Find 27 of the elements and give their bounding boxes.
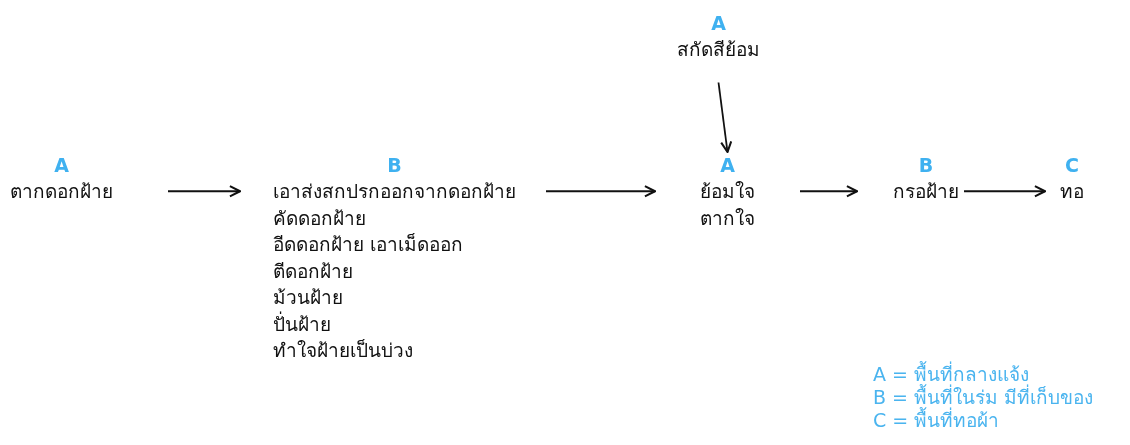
arrow [545,185,656,198]
legend-text: B = พื้นที่ในร่ม มีที่เก็บของ [873,385,1094,408]
arrow [963,185,1046,198]
step-text: ทอ [1060,179,1084,204]
step-text: อีดดอกฝ้าย เอาเม็ดออก [273,232,465,257]
step-text: สกัดสีย้อม [677,37,760,62]
arrow [717,81,733,153]
arrow [167,185,241,198]
legend-text: C = พื้นที่ทอผ้า [873,408,1000,433]
step-text: ตากใจ [700,205,755,231]
zone-letter: A [719,153,736,178]
zone-letter: A [53,153,70,178]
zone-letter: B [386,153,403,178]
step-text: คัดดอกฝ้าย [273,205,367,231]
step-text: ทำใจฝ้ายเป็นบ่วง [273,338,414,363]
step-text: ม้วนฝ้าย [273,285,344,310]
arrow [799,185,858,198]
step-text: ตากดอกฝ้าย [10,179,113,204]
step-text: ย้อมใจ [700,179,755,204]
legend-text: A = พื้นที่กลางแจ้ง [873,362,1029,385]
step-text: กรอฝ้าย [893,179,959,204]
step-text: ตีดอกฝ้าย [273,258,354,284]
zone-letter: C [1064,153,1080,178]
zone-letter: B [917,153,935,178]
step-text: เอาส่งสกปรกออกจากดอกฝ้าย [273,179,516,204]
step-text: ปั่นฝ้าย [273,310,332,337]
zone-letter: A [710,11,727,36]
